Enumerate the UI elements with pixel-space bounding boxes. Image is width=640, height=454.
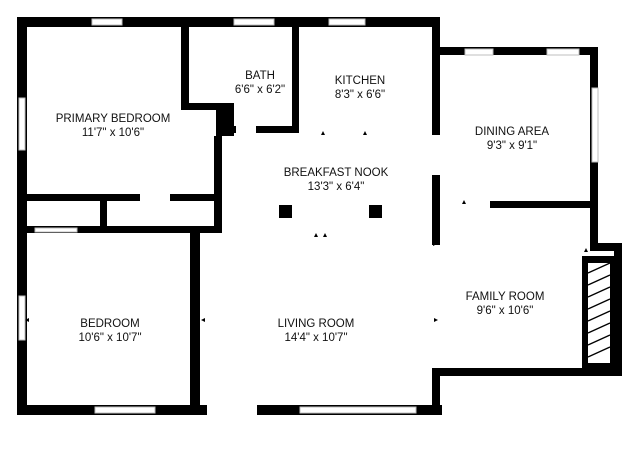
room-dims-family-room: 9'6" x 10'6" bbox=[477, 305, 534, 317]
room-label-primary-bedroom: PRIMARY BEDROOM bbox=[56, 113, 171, 125]
room-dims-bedroom: 10'6" x 10'7" bbox=[78, 332, 141, 344]
room-label-dining-area: DINING AREA bbox=[475, 126, 549, 138]
fireplace bbox=[582, 256, 615, 371]
room-label-kitchen: KITCHEN bbox=[335, 75, 385, 87]
room-dims-living-room: 14'4" x 10'7" bbox=[284, 332, 347, 344]
room-dims-breakfast-nook: 13'3" x 6'4" bbox=[308, 181, 365, 193]
interior-walls bbox=[25, 25, 591, 414]
windows bbox=[18, 18, 599, 414]
doorway-gaps bbox=[140, 126, 257, 415]
room-label-living-room: LIVING ROOM bbox=[278, 318, 355, 330]
room-label-bath: BATH bbox=[245, 70, 275, 82]
room-label-family-room: FAMILY ROOM bbox=[466, 291, 545, 303]
room-label-breakfast-nook: BREAKFAST NOOK bbox=[284, 167, 389, 179]
room-dims-kitchen: 8'3" x 6'6" bbox=[335, 89, 385, 101]
room-dims-bath: 6'6" x 6'2" bbox=[235, 84, 285, 96]
room-dims-dining-area: 9'3" x 9'1" bbox=[487, 140, 537, 152]
light-fixtures bbox=[25, 131, 588, 322]
exterior-walls bbox=[17, 17, 622, 415]
room-label-bedroom: BEDROOM bbox=[80, 318, 139, 330]
room-dims-primary-bedroom: 11'7" x 10'6" bbox=[82, 127, 144, 139]
